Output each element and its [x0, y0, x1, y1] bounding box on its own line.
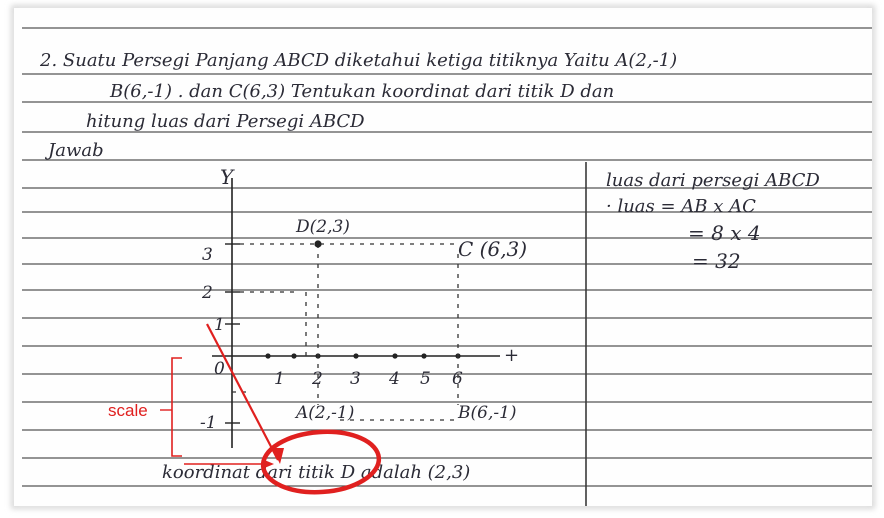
- y-tick-2: 2: [201, 283, 213, 303]
- x-tick-6: 6: [452, 369, 463, 389]
- red-annotation: scale: [108, 323, 382, 495]
- answer-heading: Jawab: [44, 140, 104, 161]
- area-step-3: = 32: [692, 249, 741, 273]
- point-c-label: C (6,3): [458, 237, 527, 261]
- area-step-1: · luas = AB x AC: [606, 196, 756, 217]
- scale-bracket: [171, 357, 182, 457]
- ruled-lines: [22, 27, 872, 487]
- point-a-label: A(2,-1): [294, 403, 354, 423]
- point-d-dot: [314, 240, 322, 248]
- page-surface: [14, 8, 872, 506]
- point-b-label: B(6,-1): [457, 403, 517, 423]
- x-tick-4: 4: [388, 369, 400, 389]
- question-line-3: hitung luas dari Persegi ABCD: [86, 111, 365, 132]
- question-line-1: 2. Suatu Persegi Panjang ABCD diketahui …: [39, 50, 677, 71]
- x-tick-2: 2: [311, 369, 323, 389]
- area-step-2: = 8 x 4: [688, 221, 761, 245]
- x-axis-label: +: [504, 345, 519, 366]
- y-tick-neg1: -1: [200, 413, 217, 433]
- x-tick-5: 5: [420, 369, 431, 389]
- y-tick-1: 1: [214, 315, 225, 335]
- point-d-label: D(2,3): [295, 217, 350, 237]
- x-tick-1: 1: [274, 369, 285, 389]
- x-tick-3: 3: [350, 369, 361, 389]
- pointer-arrowhead: [272, 448, 284, 464]
- highlight-circle: [260, 429, 382, 495]
- y-tick-0: 0: [214, 359, 225, 379]
- y-tick-3: 3: [202, 245, 213, 265]
- pointer-line: [206, 323, 279, 461]
- area-calculation: luas dari persegi ABCD · luas = AB x AC …: [606, 170, 820, 273]
- y-axis-label: Y: [220, 165, 235, 189]
- area-title: luas dari persegi ABCD: [606, 170, 820, 191]
- scale-label: scale: [108, 401, 148, 420]
- question-line-2: B(6,-1) . dan C(6,3) Tentukan koordinat …: [109, 81, 614, 102]
- conclusion-line: koordinat dari titik D adalah (2,3): [162, 462, 470, 483]
- coordinate-graph: Y + 3 2 1 0 -1 1 2 3 4 5 6 D(: [200, 165, 527, 448]
